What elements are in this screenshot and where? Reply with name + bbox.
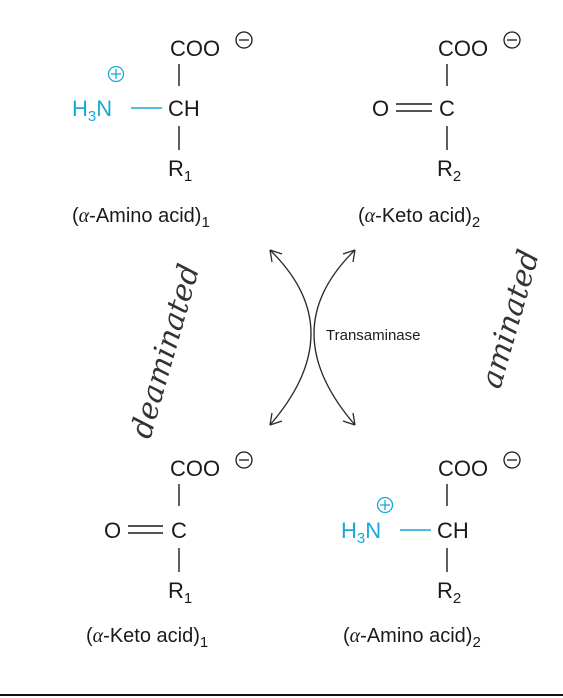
caption-keto-acid-1: (α-Keto acid)1 xyxy=(86,625,208,651)
double-bond-line xyxy=(128,525,163,534)
alpha-carbon-label: CH xyxy=(168,96,200,121)
caption-amino-acid-2: (α-Amino acid)2 xyxy=(343,625,481,651)
arrow-left-curve xyxy=(269,249,312,426)
carboxylate-label: COO xyxy=(438,456,488,481)
double-bond-line xyxy=(396,103,432,112)
r-group-label: R2 xyxy=(437,156,461,185)
handwritten-aminated: aminated xyxy=(474,246,547,392)
arrowhead-icon xyxy=(269,249,356,426)
keto-acid-2-structure: COO O C R2 (α-Keto acid)2 xyxy=(358,31,521,231)
negative-charge-icon xyxy=(503,451,521,469)
amino-acid-2-structure: COO H3N CH R2 (α-Amino acid)2 xyxy=(341,451,521,651)
r-group-label: R1 xyxy=(168,578,192,607)
reaction-arrows: Transaminase xyxy=(269,249,420,426)
positive-charge-icon xyxy=(107,65,125,83)
negative-charge-icon xyxy=(235,31,253,49)
carbonyl-carbon-label: C xyxy=(171,518,187,543)
carboxylate-label: COO xyxy=(170,36,220,61)
positive-charge-icon xyxy=(376,496,394,514)
enzyme-label: Transaminase xyxy=(326,327,420,344)
keto-acid-1-structure: COO O C R1 (α-Keto acid)1 xyxy=(86,451,253,651)
amino-acid-1-structure: COO H3N CH R1 (α-Amino acid)1 xyxy=(72,31,253,231)
amine-group: H3N xyxy=(341,518,381,547)
alpha-carbon-label: CH xyxy=(437,518,469,543)
negative-charge-icon xyxy=(235,451,253,469)
carboxylate-label: COO xyxy=(438,36,488,61)
oxygen-label: O xyxy=(104,518,121,543)
negative-charge-icon xyxy=(503,31,521,49)
carboxylate-label: COO xyxy=(170,456,220,481)
handwritten-deaminated: deaminated xyxy=(124,260,207,442)
caption-keto-acid-2: (α-Keto acid)2 xyxy=(358,205,480,231)
r-group-label: R2 xyxy=(437,578,461,607)
amine-group: H3N xyxy=(72,96,112,125)
caption-amino-acid-1: (α-Amino acid)1 xyxy=(72,205,210,231)
arrow-right-curve xyxy=(313,249,356,426)
r-group-label: R1 xyxy=(168,156,192,185)
carbonyl-carbon-label: C xyxy=(439,96,455,121)
oxygen-label: O xyxy=(372,96,389,121)
